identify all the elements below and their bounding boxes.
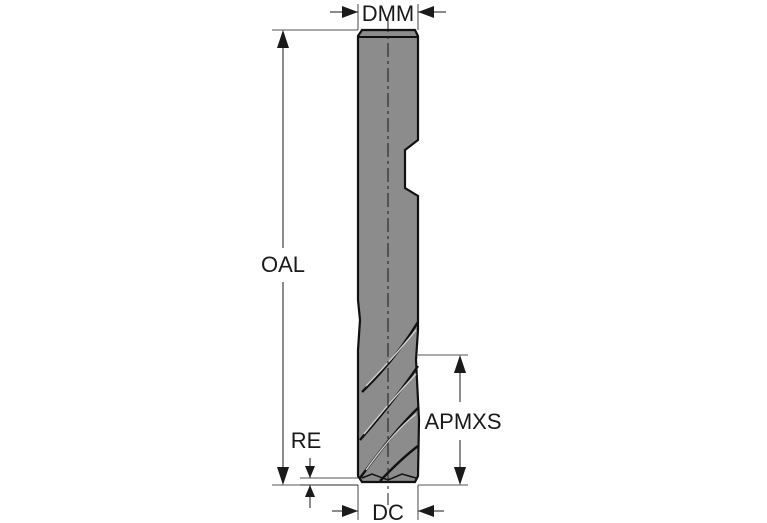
re-dimension: RE xyxy=(291,428,358,508)
apmxs-arrow-bottom xyxy=(454,467,466,485)
re-arrow-down xyxy=(305,466,315,478)
oal-dimension: OAL xyxy=(261,29,358,486)
dc-label: DC xyxy=(372,500,404,523)
dmm-arrow-left xyxy=(342,6,358,18)
oal-arrow-bottom xyxy=(277,467,289,485)
dc-dimension: DC xyxy=(332,485,444,523)
dmm-dimension: DMM xyxy=(330,1,446,30)
dc-arrow-right xyxy=(418,505,434,517)
dc-arrow-left xyxy=(342,505,358,517)
re-arrow-up xyxy=(305,485,315,497)
dmm-arrow-right xyxy=(418,6,434,18)
end-mill-tool xyxy=(356,18,421,505)
apmxs-arrow-top xyxy=(454,355,466,373)
apmxs-label: APMXS xyxy=(424,409,501,434)
flute-highlights xyxy=(363,329,417,471)
dmm-label: DMM xyxy=(362,1,415,26)
oal-label: OAL xyxy=(261,252,305,277)
oal-arrow-top xyxy=(277,30,289,48)
apmxs-dimension: APMXS xyxy=(418,354,502,486)
re-label: RE xyxy=(291,428,322,453)
